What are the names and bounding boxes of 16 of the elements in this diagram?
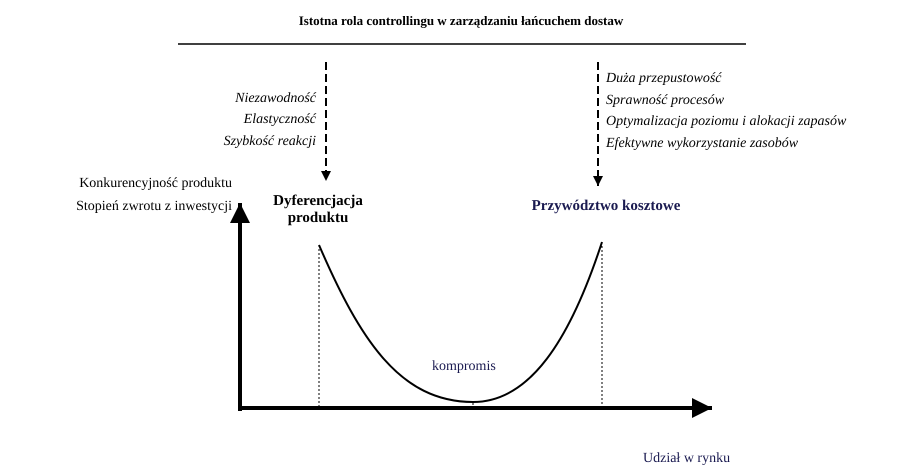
diagram-title: Istotna rola controllingu w zarządzaniu łańcuchem dostaw xyxy=(298,12,624,29)
factor-label: Szybkość reakcji xyxy=(224,133,316,150)
factor-label: Sprawność procesów xyxy=(606,92,724,109)
factor-label: Duża przepustowość xyxy=(606,70,722,87)
arrow xyxy=(593,62,603,186)
axis-title: Konkurencyjność produktu xyxy=(79,175,232,192)
curve-label: kompromis xyxy=(432,358,496,375)
factor-label: Elastyczność xyxy=(244,111,316,128)
axis-title: Stopień zwrotu z inwestycji xyxy=(76,198,232,215)
axis-title: Udział w rynku xyxy=(643,450,730,467)
factor-label: Optymalizacja poziomu i alokacji zapasów xyxy=(606,113,846,130)
strategy-label: Dyferencjacja produktu xyxy=(263,193,373,227)
strategy-label: Przywództwo kosztowe xyxy=(521,198,691,215)
factor-label: Niezawodność xyxy=(235,90,316,107)
arrow xyxy=(321,62,331,181)
factor-label: Efektywne wykorzystanie zasobów xyxy=(606,135,798,152)
